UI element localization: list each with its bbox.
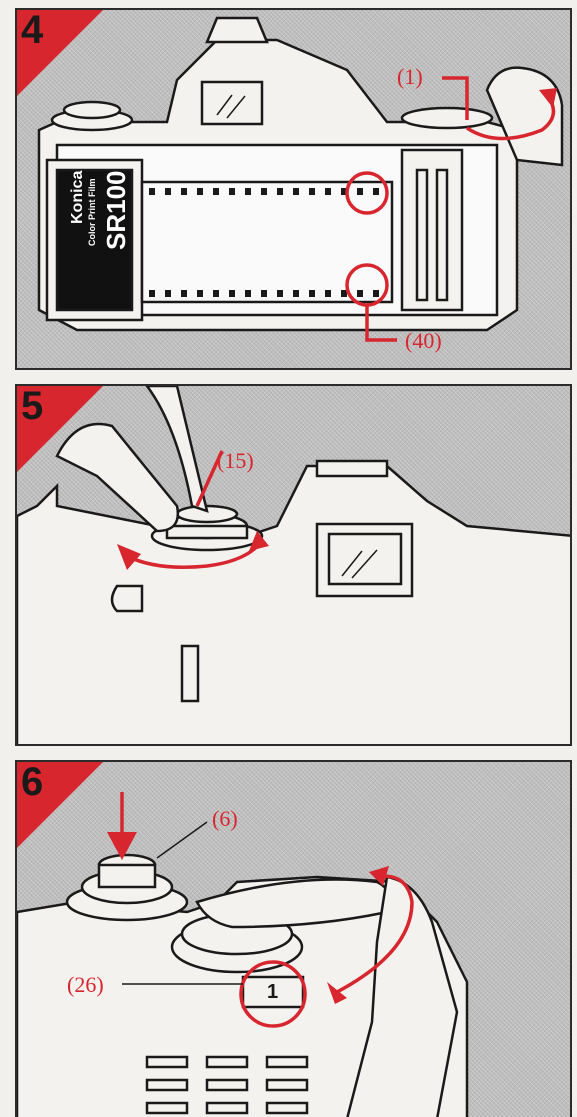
step-6-corner-flag	[17, 762, 103, 848]
step-4-panel: Konica Color Print Film SR100 4 (1) (40)	[15, 8, 572, 370]
step-6-panel: 1 6 (6) (26)	[15, 760, 572, 1117]
callout-label-1: (1)	[397, 64, 423, 89]
frame-counter-value: 1	[267, 981, 279, 1003]
callout-label-26: (26)	[67, 972, 104, 997]
camera-film-loading-illustration	[37, 16, 564, 342]
step-4-corner-flag	[17, 10, 103, 96]
step-5-number: 5	[21, 384, 44, 428]
callout-label-40: (40)	[405, 328, 442, 353]
film-type-text: Color Print Film	[87, 178, 97, 247]
film-name-text: SR100	[101, 170, 131, 251]
step-5-corner-flag	[17, 386, 103, 472]
step-6-number: 6	[21, 760, 44, 804]
callout-label-6: (6)	[212, 806, 238, 831]
callout-label-15: (15)	[217, 448, 254, 473]
film-advance-illustration	[17, 792, 469, 1117]
step-5-panel: 5 (15)	[15, 384, 572, 746]
step-4-number: 4	[21, 8, 44, 52]
film-brand-text: Konica	[69, 170, 86, 224]
